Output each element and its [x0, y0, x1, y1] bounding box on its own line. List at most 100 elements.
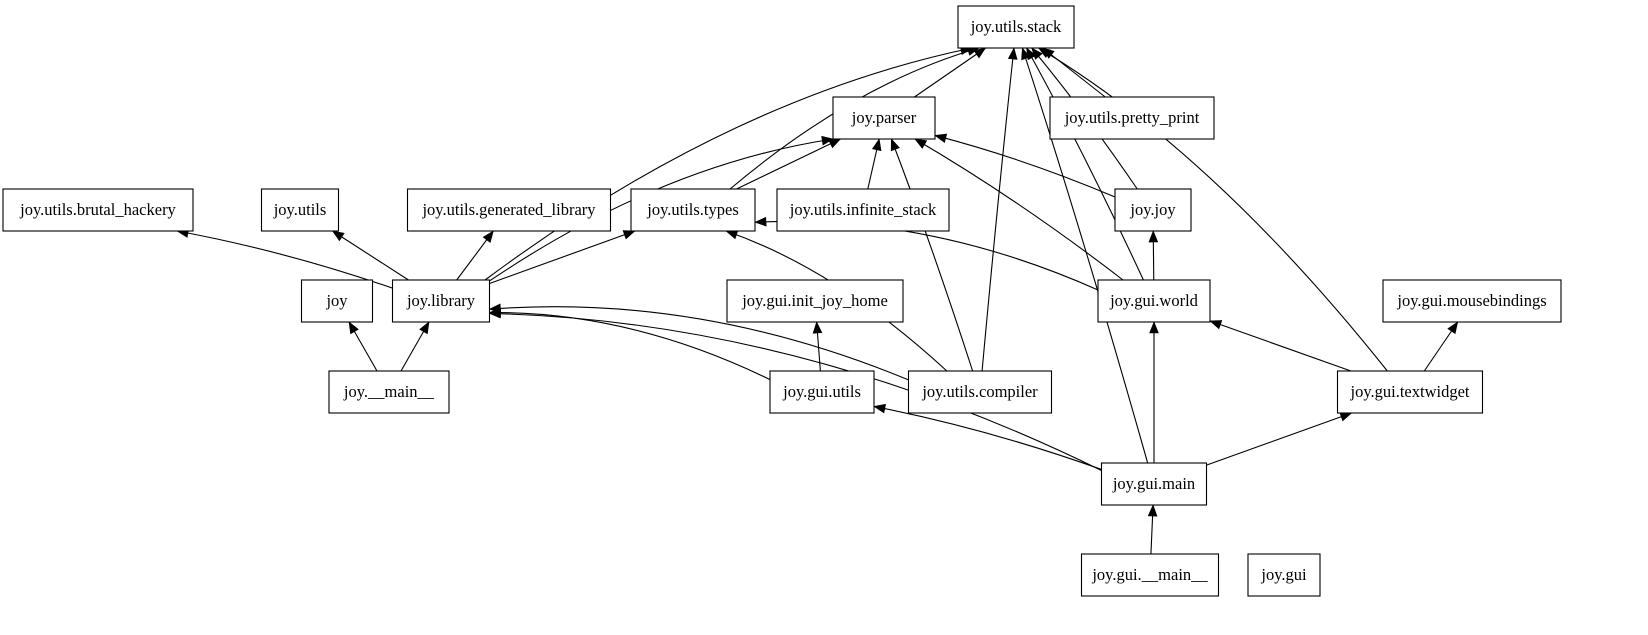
edge-arrowhead	[348, 321, 359, 335]
node-label: joy.gui.init_joy_home	[741, 291, 888, 310]
graph-node[interactable]: joy.utils.infinite_stack	[776, 188, 950, 232]
node-label: joy.joy	[1129, 200, 1176, 219]
node-box[interactable]	[260, 188, 340, 232]
graph-node[interactable]: joy.gui.world	[1097, 279, 1211, 323]
node-label: joy.gui.world	[1109, 291, 1199, 310]
edge-arrowhead	[419, 321, 430, 335]
node-box[interactable]	[1100, 462, 1208, 506]
edge-joy-gui-utils-to-joy-library	[489, 312, 771, 381]
node-label: joy.utils.types	[646, 200, 739, 219]
graph-node[interactable]: joy.gui.__main__	[1080, 553, 1220, 597]
edge-arrowhead	[914, 138, 928, 149]
edge-joy-library-to-joy-utils-types	[489, 230, 636, 285]
node-box[interactable]	[776, 188, 950, 232]
node-label: joy.utils.pretty_print	[1064, 108, 1200, 127]
node-box[interactable]	[406, 188, 612, 232]
edge-joy-gui-main-to-joy-utils-stack	[1021, 47, 1149, 464]
node-box[interactable]	[1097, 279, 1211, 323]
graph-node[interactable]: joy.utils.generated_library	[406, 188, 612, 232]
edge-arrowhead	[1339, 412, 1353, 422]
node-box[interactable]	[1336, 370, 1484, 414]
edge-arrowhead	[1021, 47, 1031, 61]
node-box[interactable]	[630, 188, 756, 232]
edge-joy-gui-main-to-joy-gui-utils	[873, 405, 1102, 470]
node-label: joy.gui.__main__	[1091, 565, 1208, 584]
edge-arrowhead	[812, 321, 823, 334]
node-label: joy.library	[406, 291, 476, 310]
graph-node[interactable]: joy.utils	[260, 188, 340, 232]
edge-joy-joy-to-joy-parser	[934, 134, 1116, 198]
edge-joy-gui-world-to-joy-utils-stack	[1026, 47, 1144, 281]
edge-joy-gui-textwidget-to-joy-gui-world	[1209, 320, 1352, 372]
node-box[interactable]	[391, 279, 491, 323]
graph-node[interactable]: joy.parser	[832, 96, 936, 140]
node-layer: joy.utils.stack joy.parser joy.utils.prett…	[2, 5, 1562, 597]
edge-arrowhead	[890, 138, 900, 152]
graph-node[interactable]: joy.gui	[1247, 553, 1321, 597]
edge-joy-utils-compiler-to-joy-library	[489, 306, 909, 381]
node-label: joy.utils.compiler	[921, 382, 1038, 401]
edge-arrowhead	[973, 47, 987, 59]
node-box[interactable]	[907, 370, 1053, 414]
edge-arrowhead	[331, 230, 345, 242]
graph-node[interactable]: joy.utils.types	[630, 188, 756, 232]
edge-joy-gui-main-to-joy-library	[489, 312, 1102, 472]
graph-node[interactable]: joy.utils.stack	[957, 5, 1075, 49]
edge-arrowhead	[871, 138, 882, 152]
node-box[interactable]	[832, 96, 936, 140]
node-box[interactable]	[957, 5, 1075, 49]
graph-node[interactable]: joy.joy	[1114, 188, 1192, 232]
node-box[interactable]	[1382, 279, 1562, 323]
edge-arrowhead	[622, 230, 636, 240]
edge-arrowhead	[828, 138, 842, 149]
graph-node[interactable]: joy.gui.utils	[769, 370, 875, 414]
node-box[interactable]	[1247, 553, 1321, 597]
node-label: joy.gui.mousebindings	[1396, 291, 1546, 310]
node-box[interactable]	[1114, 188, 1192, 232]
edge-joy-gui-textwidget-to-joy-utils-stack	[1038, 47, 1388, 372]
graph-node[interactable]: joy.__main__	[328, 370, 450, 414]
node-label: joy.parser	[851, 108, 917, 127]
edge-arrowhead	[482, 230, 494, 243]
node-box[interactable]	[300, 279, 374, 323]
node-label: joy.__main__	[343, 382, 435, 401]
edge-joy-library-to-joy-utils-stack	[484, 47, 973, 281]
graph-node[interactable]: joy.utils.pretty_print	[1049, 96, 1215, 140]
node-label: joy.gui.main	[1112, 474, 1195, 493]
edge-arrowhead	[873, 403, 887, 414]
node-label: joy.utils.generated_library	[421, 200, 596, 219]
node-label: joy.gui.textwidget	[1350, 382, 1470, 401]
graph-node[interactable]: joy.utils.brutal_hackery	[2, 188, 194, 232]
edge-arrowhead	[1447, 321, 1459, 335]
edge-joy-utils-types-to-joy-parser	[736, 138, 841, 190]
edge-joy-library-to-joy-utils-brutal-hackery	[177, 230, 393, 289]
graph-node[interactable]: joy.gui.mousebindings	[1382, 279, 1562, 323]
node-box[interactable]	[726, 279, 904, 323]
node-box[interactable]	[2, 188, 194, 232]
edge-joy-parser-to-joy-utils-stack	[914, 47, 986, 98]
edge-arrowhead	[1209, 320, 1223, 330]
edge-joy-library-to-joy-parser	[489, 138, 834, 282]
node-label: joy	[325, 291, 348, 310]
edge-arrowhead	[821, 135, 834, 146]
edge-arrowhead	[1147, 504, 1158, 517]
edge-arrowhead	[1148, 230, 1159, 243]
node-box[interactable]	[1080, 553, 1220, 597]
graph-node[interactable]: joy.gui.main	[1100, 462, 1208, 506]
graph-node[interactable]: joy	[300, 279, 374, 323]
edge-arrowhead	[934, 133, 948, 143]
edge-joy-gui-main-to-joy-gui-textwidget	[1206, 412, 1352, 466]
edge-joy-gui-world-to-joy-parser	[914, 138, 1124, 281]
node-label: joy.utils.infinite_stack	[789, 200, 937, 219]
graph-node[interactable]: joy.gui.textwidget	[1336, 370, 1484, 414]
node-label: joy.utils	[273, 200, 327, 219]
edge-joy-utils-compiler-to-joy-utils-stack	[981, 47, 1015, 372]
node-box[interactable]	[1049, 96, 1215, 140]
graph-node[interactable]: joy.utils.compiler	[907, 370, 1053, 414]
graph-node[interactable]: joy.library	[391, 279, 491, 323]
node-box[interactable]	[328, 370, 450, 414]
node-box[interactable]	[769, 370, 875, 414]
edge-arrowhead	[1007, 47, 1018, 60]
graph-node[interactable]: joy.gui.init_joy_home	[726, 279, 904, 323]
